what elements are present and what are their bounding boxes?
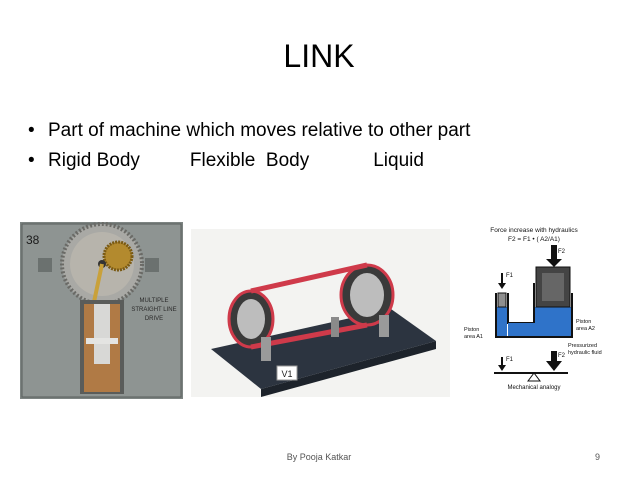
bullet-text: Part of machine which moves relative to … [48,120,471,141]
model-tag: V1 [281,369,292,379]
piston-label: Piston [576,319,591,325]
page-number: 9 [594,452,600,462]
hydraulic-diagram: Force increase with hydraulics F2 = F1 •… [462,223,607,395]
force-label: F2 [558,353,566,359]
diagram-formula: F2 = F1 • ( A2/A1) [508,236,560,243]
plate-number: 38 [26,233,40,247]
bullet-list: • Part of machine which moves relative t… [28,116,470,176]
bullet-item: • Part of machine which moves relative t… [28,116,470,146]
link-type-flexible: Flexible Body [189,150,310,171]
link-type-rigid: Rigid Body [48,150,140,171]
bullet-dot-icon: • [28,120,35,141]
rigid-body-image: 38 MULTIPLE STRAIGHT LINE DRIVE [20,222,183,399]
flexible-body-image: V1 [191,229,450,397]
piston-label: area A1 [464,334,483,340]
piston-label: Piston [464,327,479,333]
force-label: F1 [506,357,514,363]
plate-label-line: STRAIGHT LINE [131,307,176,313]
plate-label-line: DRIVE [145,316,163,322]
force-label: F2 [558,249,566,255]
analogy-label: Mechanical analogy [507,385,560,391]
bullet-item: • Rigid Body Flexible Body Liquid [28,146,470,176]
diagram-title: Force increase with hydraulics [490,227,578,234]
fluid-label: hydraulic fluid [568,350,602,356]
fluid-label: Pressurized [568,343,597,349]
bullet-dot-icon: • [28,150,35,171]
force-label: F1 [506,273,514,279]
link-type-liquid: Liquid [373,150,424,171]
plate-label-line: MULTIPLE [140,298,169,304]
piston-label: area A2 [576,326,595,332]
footer-author: By Pooja Katkar [286,452,352,462]
slide-title: LINK [283,38,355,74]
